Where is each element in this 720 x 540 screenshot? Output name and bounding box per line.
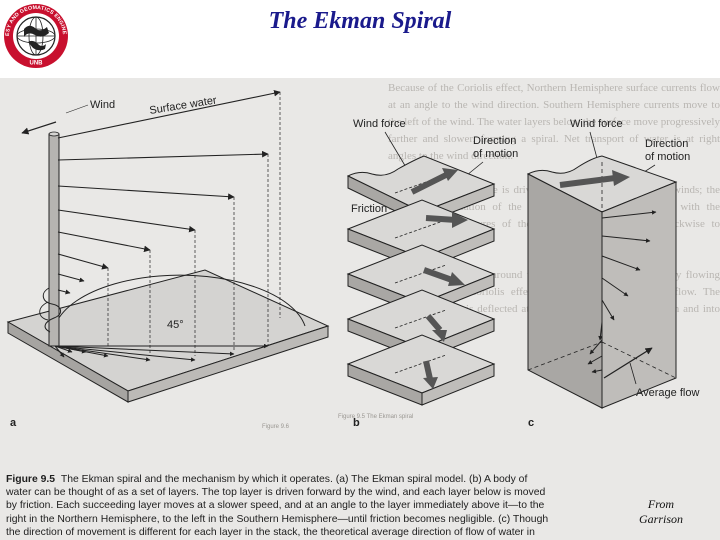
panel-c: Wind force Direction of motion <box>526 118 699 429</box>
figure-caption: Figure 9.5 The Ekman spiral and the mech… <box>6 473 551 540</box>
panel-c-letter: c <box>528 417 534 429</box>
layer-5 <box>346 334 496 406</box>
slide-title: The Ekman Spiral <box>268 8 452 34</box>
panel-a-base-right <box>127 325 329 403</box>
panel-b-letter: b <box>353 417 360 429</box>
wind-arrow <box>21 121 57 135</box>
panel-c-spiral-arrows <box>587 210 657 374</box>
panel-a: 45° Wind Surface water <box>6 89 330 429</box>
block-right-face <box>601 181 677 409</box>
panel-c-direction-label-2: of motion <box>645 151 690 163</box>
wind-label: Wind <box>90 99 115 111</box>
panel-b-direction-label-2: of motion <box>473 148 518 160</box>
layer-3 <box>346 244 496 316</box>
drop-lines <box>107 92 281 356</box>
source-credit: From Garrison <box>616 497 706 527</box>
block-left-face <box>527 173 603 409</box>
average-flow-arrow <box>603 347 653 379</box>
angle-label: 45° <box>167 319 184 331</box>
panel-b-wind-force-label: Wind force <box>353 118 406 130</box>
side-note-2: Figure 9.6 <box>262 424 290 430</box>
logo-abbr: UNB <box>30 61 44 67</box>
projected-arrows <box>54 343 269 362</box>
panel-b: Wind force Direction of motion Friction <box>346 118 518 429</box>
average-flow-label: Average flow <box>636 387 699 399</box>
credit-line-1: From <box>647 497 675 511</box>
credit-line-2: Garrison <box>638 512 683 526</box>
side-note-1: Figure 9.5 The Ekman spiral <box>338 414 413 420</box>
panel-c-direction-label-1: Direction <box>645 138 688 150</box>
unb-logo: GEODESY AND GEOMATICS ENGINEERING UNB <box>2 2 68 68</box>
panel-a-letter: a <box>10 417 17 429</box>
panel-c-wind-force-label: Wind force <box>570 118 623 130</box>
water-column <box>48 133 60 347</box>
caption-figure-number: Figure 9.5 <box>6 474 56 485</box>
caption-text: The Ekman spiral and the mechanism by wh… <box>6 474 549 538</box>
panel-b-direction-label-1: Direction <box>473 135 516 147</box>
ekman-figure: 45° Wind Surface water <box>6 89 699 430</box>
surface-water-label: Surface water <box>149 94 218 117</box>
ekman-spiral-arrows <box>57 89 281 295</box>
friction-label: Friction <box>351 203 387 215</box>
